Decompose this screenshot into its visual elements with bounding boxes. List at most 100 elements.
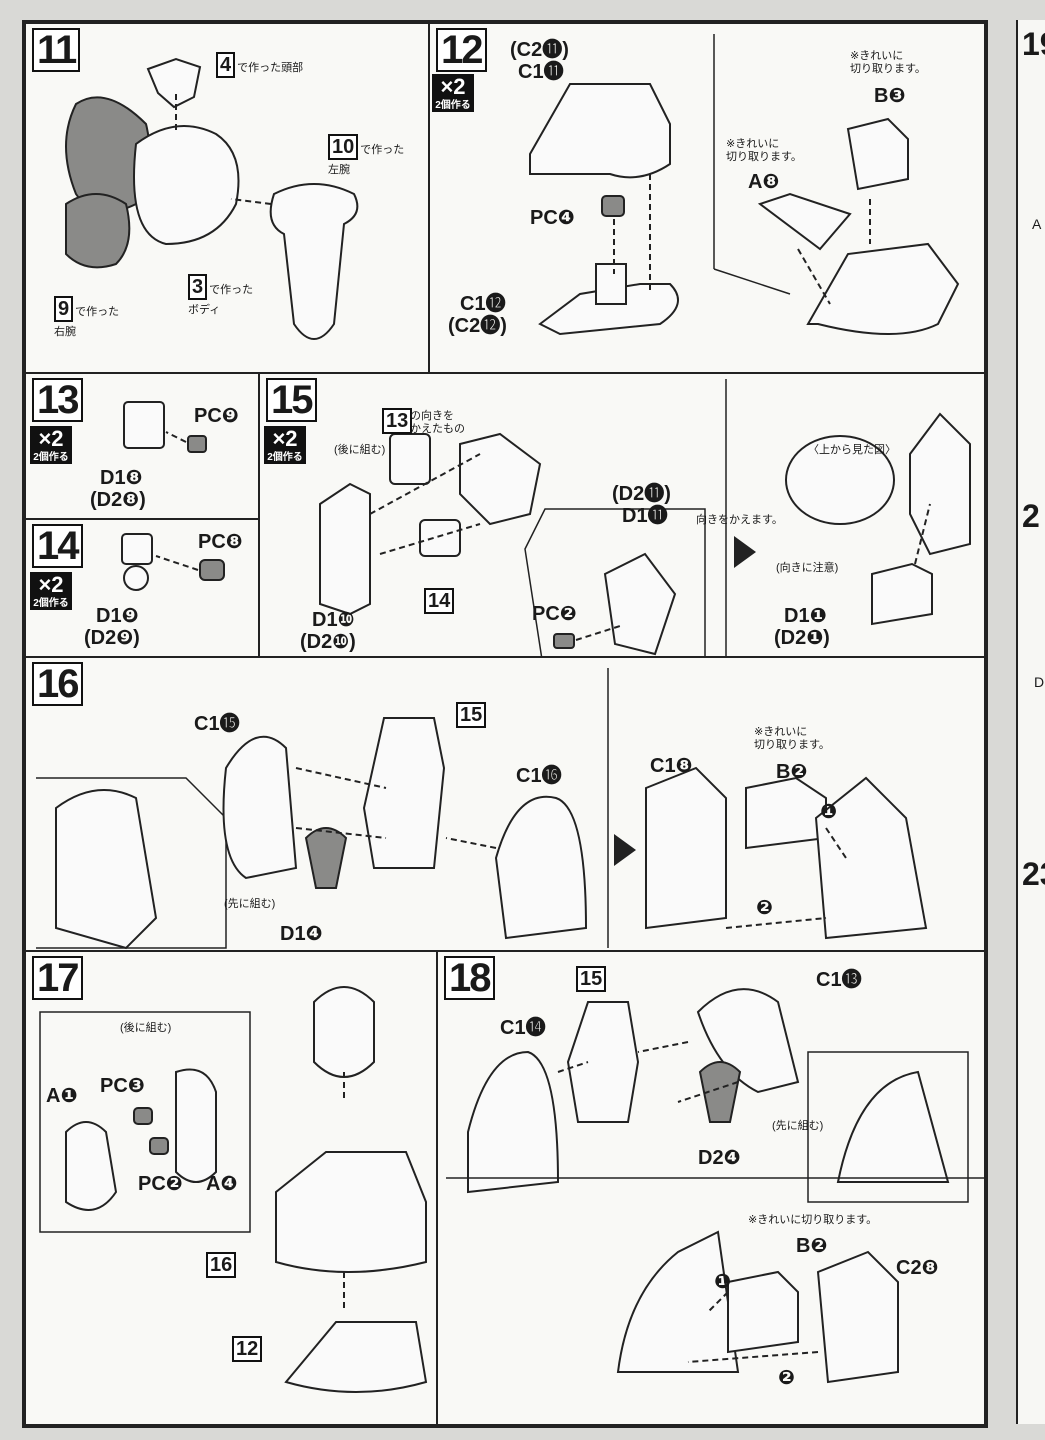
step-17-panel: 17 (後に組む) A❶ PC❸ PC❷ A❹ 16 12 xyxy=(24,950,438,1426)
a8-part xyxy=(757,192,852,251)
a4-part xyxy=(175,1068,217,1183)
label-d2-4: D2❹ xyxy=(698,1147,741,1169)
label-d2-10: (D2❿) xyxy=(300,631,356,653)
order-1: ❶ xyxy=(714,1271,731,1293)
step-15-assembly xyxy=(362,717,446,869)
label-d1-4: D1❹ xyxy=(280,923,323,945)
step-15-illustration xyxy=(319,379,971,656)
label-c2-12: (C2⓬) xyxy=(448,315,507,337)
edge-letter-a: A xyxy=(1032,216,1042,232)
label-b3: B❸ xyxy=(874,85,906,107)
pc3-part xyxy=(133,1107,153,1125)
step-11-illustration xyxy=(65,57,359,340)
label-c2-11: (C2⓫) xyxy=(510,39,569,61)
assembled-d1-10 xyxy=(909,412,971,556)
top-view-bubble xyxy=(785,435,895,525)
ref-15: 15 xyxy=(456,702,487,728)
step-12-illustration xyxy=(529,34,960,336)
ref-14: 14 xyxy=(424,588,455,614)
d1-4-part xyxy=(304,827,348,889)
b2-part xyxy=(727,1270,799,1354)
order-2: ❷ xyxy=(756,897,773,919)
d2-4-part xyxy=(698,1061,742,1123)
step-15-assembly xyxy=(566,1001,640,1123)
order-1: ❶ xyxy=(820,801,837,823)
label-b2: B❷ xyxy=(796,1235,828,1257)
step-13-illustration xyxy=(123,401,207,453)
pc8-part xyxy=(199,559,225,581)
label-d2-8: (D2❽) xyxy=(90,489,146,511)
next-page-edge: 19 A 2 D 23 xyxy=(1016,20,1045,1424)
left-arm-part xyxy=(269,183,359,340)
pc2-part xyxy=(149,1137,169,1155)
step-23-partial: 23 xyxy=(1022,856,1045,892)
label-c1-14: C1⓮ xyxy=(500,1017,546,1039)
ref-12: 12 xyxy=(232,1336,263,1362)
step-number: 14 xyxy=(32,524,83,568)
c1-12-post xyxy=(595,263,627,305)
label-a1: A❶ xyxy=(46,1085,78,1107)
label-c1-8: C1❽ xyxy=(650,755,693,777)
later-note: (後に組む) xyxy=(120,1022,172,1034)
ref-13: 13 xyxy=(382,408,413,434)
step-number: 18 xyxy=(444,956,495,1000)
c1-15-part xyxy=(222,735,298,880)
step-14-illustration xyxy=(121,533,225,591)
step-19-partial: 19 xyxy=(1022,26,1045,62)
d1-1-part xyxy=(871,562,933,626)
label-a8: A❽ xyxy=(748,171,780,193)
label-c1-16: C1⓰ xyxy=(516,765,562,787)
label-d1-11: D1⓫ xyxy=(622,505,668,527)
assembled-step-16 xyxy=(814,776,928,940)
a1-part xyxy=(65,1121,118,1211)
label-pc2: PC❷ xyxy=(138,1173,183,1195)
note-a: ※きれいに 切り取ります。 xyxy=(726,138,802,163)
d1-8-part xyxy=(123,401,165,449)
label-d1-1: D1❶ xyxy=(784,605,827,627)
c1-12-part xyxy=(538,283,679,336)
step-14-piece xyxy=(419,519,461,557)
right-arm-lower xyxy=(65,193,131,269)
step-12-assembly xyxy=(284,1321,428,1393)
callout-c1-13 xyxy=(836,1070,950,1183)
label-d2-9: (D2❾) xyxy=(84,627,140,649)
step-21-partial: 2 xyxy=(1022,498,1040,534)
step-16-illustration xyxy=(36,668,928,950)
pc9-part xyxy=(187,435,207,453)
d1-9-ball xyxy=(123,565,149,591)
step-number: 16 xyxy=(32,662,83,706)
later-note: (後に組む) xyxy=(334,444,386,456)
label-pc4: PC❹ xyxy=(530,207,575,229)
label-pc8: PC❽ xyxy=(198,531,243,553)
edge-letter-d: D xyxy=(1034,674,1045,690)
ref-13-text: の向きを かえたもの xyxy=(410,410,465,435)
label-d2-11: (D2⓫) xyxy=(612,483,671,505)
b3-part xyxy=(846,117,909,191)
label-pc9: PC❾ xyxy=(194,405,239,427)
c1-11-part xyxy=(529,83,671,179)
step-17-illustration xyxy=(39,986,428,1393)
label-d2-1: (D2❶) xyxy=(774,627,830,649)
order-2: ❷ xyxy=(778,1367,795,1389)
d1-9-part xyxy=(121,533,153,565)
label-pc3: PC❸ xyxy=(100,1075,145,1097)
pc4-part xyxy=(601,195,625,217)
turn-note: 向きをかえます。 xyxy=(696,514,783,526)
next-arrow xyxy=(734,536,756,568)
note-b: ※きれいに 切り取ります。 xyxy=(850,50,926,75)
step-number: 17 xyxy=(32,956,83,1000)
step-number: 15 xyxy=(266,378,317,422)
caution-note: (向きに注意) xyxy=(776,562,839,574)
callout-c1-15 xyxy=(55,789,158,950)
first-note: (先に組む) xyxy=(224,898,276,910)
